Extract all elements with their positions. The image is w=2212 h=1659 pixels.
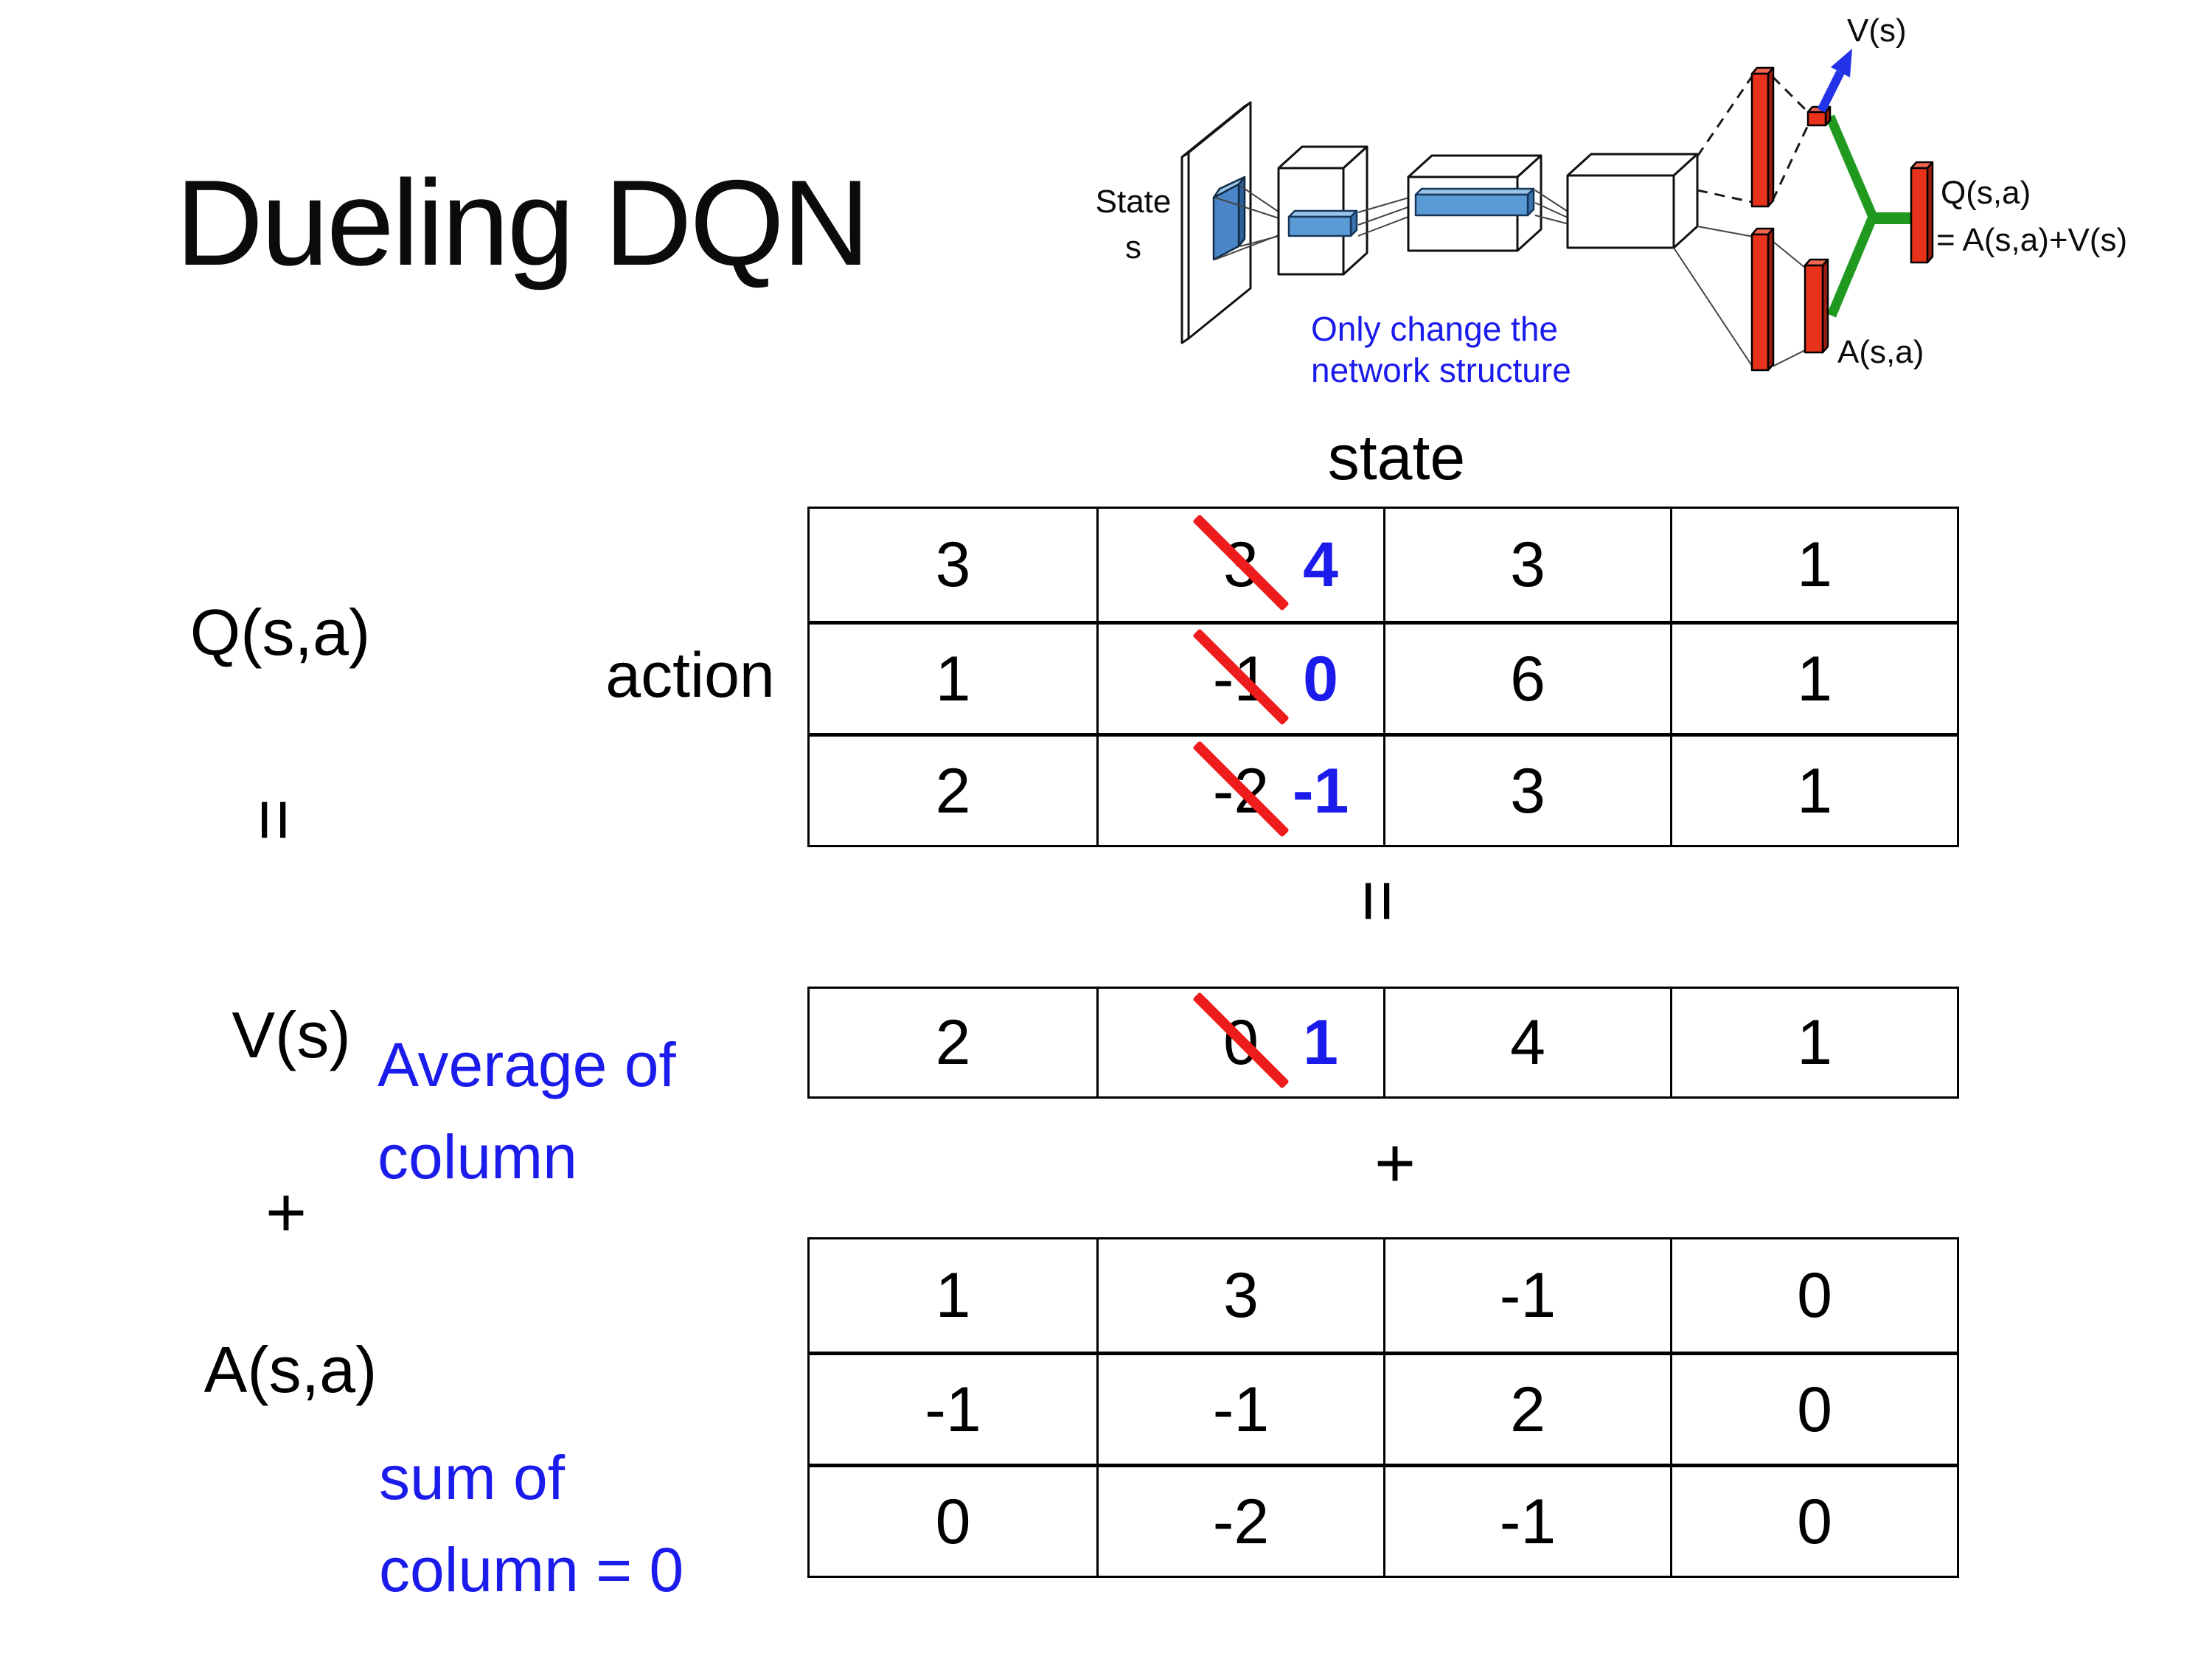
equals-sign-left: = bbox=[233, 798, 316, 842]
a-matrix-label: A(s,a) bbox=[204, 1333, 378, 1406]
diagram-note-line2: network structure bbox=[1311, 351, 1571, 389]
q-matrix-label: Q(s,a) bbox=[189, 596, 371, 669]
v-cell-c3: 1 bbox=[1670, 989, 1957, 1096]
corrected-value: 4 bbox=[1303, 529, 1338, 600]
q-cell-r0c2: 3 bbox=[1383, 509, 1670, 621]
solid-connections bbox=[1673, 226, 1806, 369]
q-cell-r0c1: 3 4 bbox=[1096, 509, 1383, 621]
value-hidden-bar bbox=[1750, 66, 1775, 208]
feature-slab-1 bbox=[1287, 209, 1358, 237]
dashed-connections bbox=[1696, 72, 1809, 204]
diagram-qsa-formula: = A(s,a)+V(s) bbox=[1936, 222, 2127, 258]
v-cell-c1: 0 1 bbox=[1096, 989, 1383, 1096]
a-table: 1 3 -1 0 -1 -1 2 0 0 -2 -1 0 bbox=[807, 1237, 1959, 1578]
q-cell-r0c3: 1 bbox=[1670, 509, 1957, 621]
q-cell-r2c1: -2 -1 bbox=[1096, 733, 1383, 845]
corrected-value: -1 bbox=[1292, 755, 1349, 827]
advantage-vector-bar bbox=[1804, 258, 1829, 354]
q-cell-r2c3: 1 bbox=[1670, 733, 1957, 845]
q-table: 3 3 4 3 1 1 -1 0 6 1 2 -2 -1 3 1 bbox=[807, 507, 1959, 847]
a-cell-r1c3: 0 bbox=[1670, 1352, 1957, 1464]
page-title: Dueling DQN bbox=[175, 155, 870, 291]
value-arrow-icon bbox=[1817, 49, 1852, 113]
q-cell-r0c0: 3 bbox=[935, 529, 971, 600]
diagram-asa-label: A(s,a) bbox=[1837, 334, 1924, 370]
diagram-state-s-label: s bbox=[1125, 229, 1141, 265]
a-cell-r1c0: -1 bbox=[810, 1352, 1096, 1464]
a-cell-r2c3: 0 bbox=[1670, 1464, 1957, 1576]
a-cell-r0c2: -1 bbox=[1383, 1239, 1670, 1352]
corrected-value: 1 bbox=[1303, 1007, 1338, 1078]
q-cell-r1c2: 6 bbox=[1383, 621, 1670, 733]
plus-sign-left: + bbox=[265, 1173, 307, 1252]
diagram-vs-label: V(s) bbox=[1847, 13, 1907, 49]
dueling-network-diagram: State s V(s) Q(s,a) = A(s,a)+V(s) A(s,a)… bbox=[1096, 13, 2128, 389]
q-cell-r1c3: 1 bbox=[1670, 621, 1957, 733]
q-cell-r2c0: 2 bbox=[810, 733, 1096, 845]
q-output-bar bbox=[1910, 161, 1934, 264]
state-axis-label: state bbox=[1327, 422, 1466, 493]
q-cell-r1c0: 1 bbox=[810, 621, 1096, 733]
a-cell-r0c0: 1 bbox=[935, 1260, 971, 1331]
a-cell-r2c0: 0 bbox=[810, 1464, 1096, 1576]
q-cell-r1c1: -1 0 bbox=[1096, 621, 1383, 733]
value-scalar-node bbox=[1806, 105, 1832, 127]
plus-sign-center: + bbox=[1374, 1124, 1416, 1203]
a-cell-r2c2: -1 bbox=[1383, 1464, 1670, 1576]
v-row-label: V(s) bbox=[232, 998, 351, 1071]
v-table: 2 0 1 4 1 bbox=[807, 987, 1959, 1099]
corrected-value: 0 bbox=[1303, 643, 1338, 714]
sum-of-column-note: sum of column = 0 bbox=[379, 1443, 684, 1605]
a-cell-r1c2: 2 bbox=[1383, 1352, 1670, 1464]
a-cell-r1c1: -1 bbox=[1096, 1352, 1383, 1464]
average-of-column-note: Average of column bbox=[378, 1030, 676, 1192]
feature-slab-2 bbox=[1414, 187, 1535, 217]
a-cell-r2c1: -2 bbox=[1096, 1464, 1383, 1576]
fan-lines-2 bbox=[1357, 195, 1415, 237]
diagram-note-line1: Only change the bbox=[1311, 310, 1558, 348]
advantage-hidden-bar bbox=[1750, 227, 1775, 372]
q-cell-r2c2: 3 bbox=[1383, 733, 1670, 845]
diagram-state-label: State bbox=[1096, 184, 1172, 220]
a-cell-r0c3: 0 bbox=[1670, 1239, 1957, 1352]
v-cell-c2: 4 bbox=[1383, 989, 1670, 1096]
v-cell-c0: 2 bbox=[935, 1007, 971, 1078]
a-cell-r0c1: 3 bbox=[1096, 1239, 1383, 1352]
equals-sign-center: = bbox=[1337, 879, 1419, 923]
merge-connector bbox=[1826, 114, 1913, 318]
fc-box bbox=[1566, 153, 1699, 249]
action-axis-label: action bbox=[605, 640, 775, 711]
fan-lines-3 bbox=[1534, 189, 1570, 225]
diagram-qsa-label: Q(s,a) bbox=[1941, 175, 2031, 211]
